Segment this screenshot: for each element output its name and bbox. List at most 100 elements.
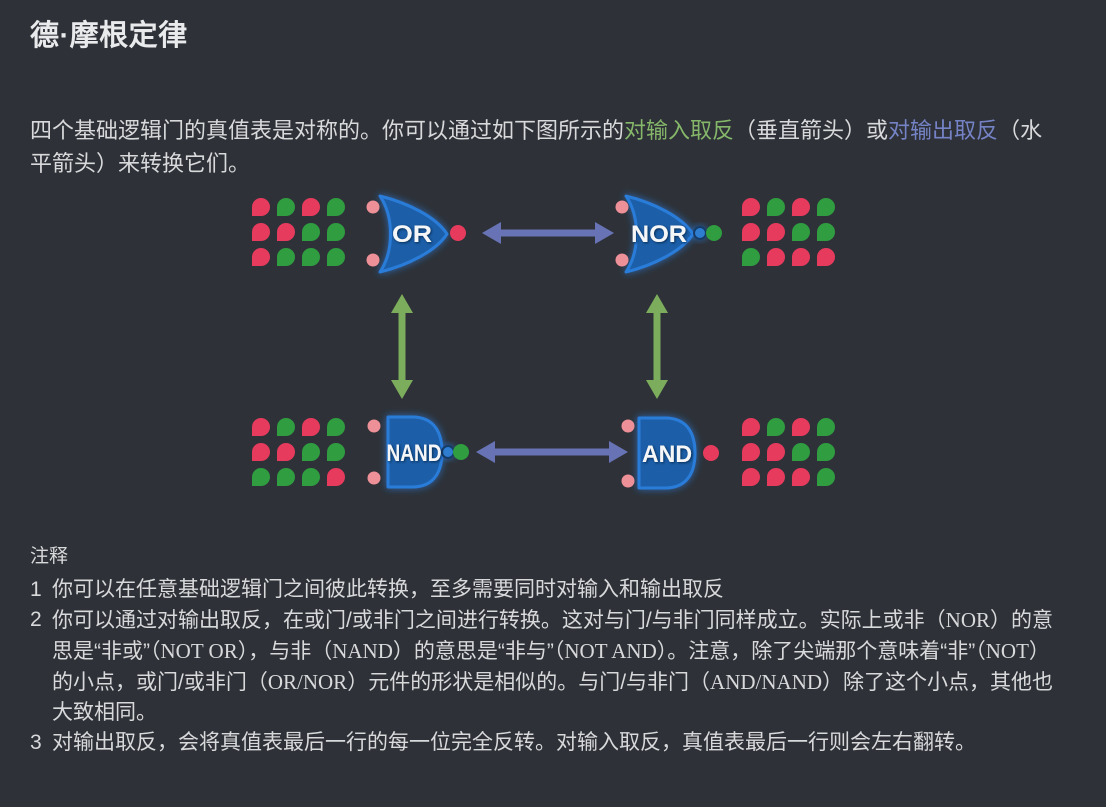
- truth-dot-nand-r2c1-0: [252, 443, 270, 461]
- gate-nor-not-bubble: [693, 226, 707, 240]
- gate-nor-input-1: [615, 200, 629, 214]
- gate-and-input-2: [621, 474, 635, 488]
- arrowhead-right: [609, 441, 628, 463]
- gate-or-input-1: [366, 200, 380, 214]
- truth-dot-or-r1c1-0: [252, 198, 270, 216]
- truth-dot-nand-r1c2-1: [277, 418, 295, 436]
- serif-term: NOR: [945, 608, 991, 632]
- serif-term: NAND: [332, 639, 393, 663]
- text-segment: ）。注意，除了尖端那个意味着“非”（: [656, 640, 986, 663]
- link-invert-inputs[interactable]: 对输入取反: [624, 118, 735, 143]
- gate-nor-input-2: [615, 253, 629, 267]
- truth-dot-nand-r1c1-0: [252, 418, 270, 436]
- truth-dot-or-r3c1-0: [252, 248, 270, 266]
- truth-dot-and-r1c3-0: [792, 418, 810, 436]
- truth-dot-nand-r1c4-1: [327, 418, 345, 436]
- link-invert-outputs[interactable]: 对输出取反: [888, 118, 999, 143]
- serif-term: OR/NOR: [267, 670, 348, 694]
- truth-dot-nand-r2c3-1: [302, 443, 320, 461]
- arrowhead-up: [391, 294, 413, 313]
- intro-paragraph: 四个基础逻辑门的真值表是对称的。你可以通过如下图所示的对输入取反（垂直箭头）或对…: [30, 114, 1046, 180]
- gate-nand-input-2: [367, 471, 381, 485]
- serif-term: NOT: [985, 639, 1029, 663]
- truth-dot-nor-r1c4-1: [817, 198, 835, 216]
- truth-dot-nor-r3c3-0: [792, 248, 810, 266]
- gate-and-label: AND: [642, 441, 692, 468]
- truth-dot-nand-r3c3-1: [302, 468, 320, 486]
- truth-dot-or-r2c4-1: [327, 223, 345, 241]
- arrow-nor-and-vertical: [646, 294, 668, 399]
- text-segment: 四个基础逻辑门的真值表是对称的。你可以通过如下图所示的: [30, 118, 625, 143]
- truth-dot-or-r1c2-1: [277, 198, 295, 216]
- truth-dot-nor-r2c4-1: [817, 223, 835, 241]
- arrowhead-left: [482, 222, 501, 244]
- text-segment: ），与非（: [237, 640, 333, 663]
- footnote-number: 2: [30, 608, 42, 631]
- text-segment: ）除了这个小点，其他也大致相同。: [52, 671, 1054, 724]
- truth-dot-nand-r3c1-1: [252, 468, 270, 486]
- truth-dot-nand-r3c4-0: [327, 468, 345, 486]
- gate-and-input-1: [621, 419, 635, 433]
- truth-dot-and-r3c2-0: [767, 468, 785, 486]
- arrowhead-left: [476, 441, 495, 463]
- serif-term: AND/NAND: [710, 670, 823, 694]
- arrowhead-right: [595, 222, 614, 244]
- text-segment: 对输出取反，会将真值表最后一行的每一位完全反转。对输入取反，真值表最后一行则会左…: [52, 731, 976, 754]
- truth-dot-nor-r1c1-0: [742, 198, 760, 216]
- text-segment: （垂直箭头）或: [734, 118, 889, 143]
- serif-term: NOT AND: [564, 639, 657, 663]
- truth-dot-or-r2c1-0: [252, 223, 270, 241]
- truth-dot-and-r2c3-1: [792, 443, 810, 461]
- gate-nor-output: [706, 225, 722, 241]
- gate-and-output: [703, 445, 719, 461]
- text-segment: 你可以在任意基础逻辑门之间彼此转换，至多需要同时对输入和输出取反: [52, 578, 724, 601]
- truth-dot-and-r1c4-1: [817, 418, 835, 436]
- gate-or-body: [378, 194, 449, 274]
- footnotes-heading: 注释: [30, 546, 69, 567]
- truth-dot-and-r2c1-0: [742, 443, 760, 461]
- text-segment: 你可以通过对输出取反，在或门/或非门之间进行转换。这对与门/与非门同样成立。实际…: [52, 609, 946, 632]
- arrow-or-nor-horizontal: [482, 222, 614, 244]
- footnote-item-3: 3 对输出取反，会将真值表最后一行的每一位完全反转。对输入取反，真值表最后一行则会…: [30, 728, 1064, 758]
- footnote-number: 3: [30, 731, 42, 754]
- truth-dot-or-r3c2-1: [277, 248, 295, 266]
- truth-dot-or-r2c3-1: [302, 223, 320, 241]
- truth-dot-nor-r3c2-0: [767, 248, 785, 266]
- truth-dot-and-r1c2-1: [767, 418, 785, 436]
- arrowhead-down: [391, 380, 413, 399]
- text-segment: ）的小点，或门/或非门（: [52, 640, 1050, 694]
- gate-nand-input-1: [367, 419, 381, 433]
- arrowhead-down: [646, 380, 668, 399]
- truth-dot-nand-r2c4-1: [327, 443, 345, 461]
- truth-dot-nand-r2c2-0: [277, 443, 295, 461]
- truth-dot-nor-r2c2-0: [767, 223, 785, 241]
- gate-or-label: OR: [392, 221, 432, 248]
- gate-and-body: [637, 416, 697, 490]
- gate-or-input-2: [366, 253, 380, 267]
- page-title: 德·摩根定律: [30, 20, 188, 52]
- truth-dot-or-r3c3-1: [302, 248, 320, 266]
- serif-term: NOT OR: [160, 639, 238, 663]
- truth-dot-and-r3c3-0: [792, 468, 810, 486]
- truth-dot-and-r1c1-0: [742, 418, 760, 436]
- truth-dot-nor-r1c2-1: [767, 198, 785, 216]
- gate-nor-label: NOR: [631, 221, 687, 248]
- footnote-text: 你可以通过对输出取反，在或门/或非门之间进行转换。这对与门/与非门同样成立。实际…: [52, 605, 1064, 728]
- gate-nand-label: NAND: [387, 440, 442, 467]
- gate-nand-not-bubble: [441, 445, 455, 459]
- truth-dot-or-r1c4-1: [327, 198, 345, 216]
- arrowhead-up: [646, 294, 668, 313]
- text-segment: ）元件的形状是相似的。与门/与非门（: [347, 671, 711, 694]
- truth-dot-nor-r3c4-0: [817, 248, 835, 266]
- arrow-or-nand-vertical: [391, 294, 413, 399]
- truth-dot-nor-r2c1-0: [742, 223, 760, 241]
- truth-dot-nor-r1c3-0: [792, 198, 810, 216]
- gate-or-output: [450, 225, 466, 241]
- footnote-text: 你可以在任意基础逻辑门之间彼此转换，至多需要同时对输入和输出取反: [52, 575, 1064, 605]
- gate-nand-output: [453, 444, 469, 460]
- truth-dot-and-r3c1-0: [742, 468, 760, 486]
